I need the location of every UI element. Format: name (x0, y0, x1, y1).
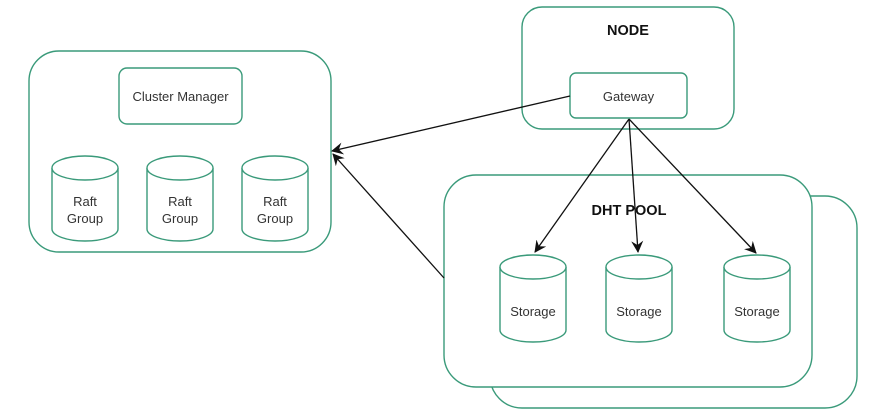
storage-label: Storage (616, 304, 662, 319)
raft-group-2[interactable]: Raft Group (146, 155, 214, 242)
storage-label: Storage (734, 304, 780, 319)
gateway-label: Gateway (603, 89, 655, 104)
arrow-gateway-to-cluster (331, 95, 571, 155)
arrow-gateway-to-storage-2 (628, 118, 644, 253)
raft-group-label-line1: Raft (73, 194, 97, 209)
cylinder-rim (605, 266, 673, 280)
raft-group-label-line1: Raft (263, 194, 287, 209)
gateway[interactable]: Gateway (569, 72, 688, 119)
storage-2[interactable]: Storage (605, 254, 673, 343)
dht-pool-title: DHT POOL (592, 203, 667, 219)
arrow-gateway-to-storage-1 (534, 118, 630, 253)
cylinder-rim (723, 266, 791, 280)
raft-group-label-line2: Group (257, 211, 293, 226)
cluster-manager-label: Cluster Manager (132, 89, 229, 104)
storage-3[interactable]: Storage (723, 254, 791, 343)
cylinder-rim (51, 167, 119, 181)
raft-group-3[interactable]: Raft Group (241, 155, 309, 242)
storage-label: Storage (510, 304, 556, 319)
cylinder-rim (146, 167, 214, 181)
cluster-manager[interactable]: Cluster Manager (118, 67, 243, 125)
node-title: NODE (607, 23, 649, 39)
arrow-dht-pool-to-cluster (332, 153, 445, 279)
arrow-gateway-to-storage-3 (628, 118, 757, 254)
raft-group-label-line2: Group (67, 211, 103, 226)
raft-group-label-line1: Raft (168, 194, 192, 209)
raft-group-1[interactable]: Raft Group (51, 155, 119, 242)
storage-1[interactable]: Storage (499, 254, 567, 343)
gateway-box[interactable] (569, 72, 688, 119)
cylinder-rim (499, 266, 567, 280)
cylinder-rim (241, 167, 309, 181)
raft-group-label-line2: Group (162, 211, 198, 226)
cluster-manager-box[interactable] (118, 67, 243, 125)
